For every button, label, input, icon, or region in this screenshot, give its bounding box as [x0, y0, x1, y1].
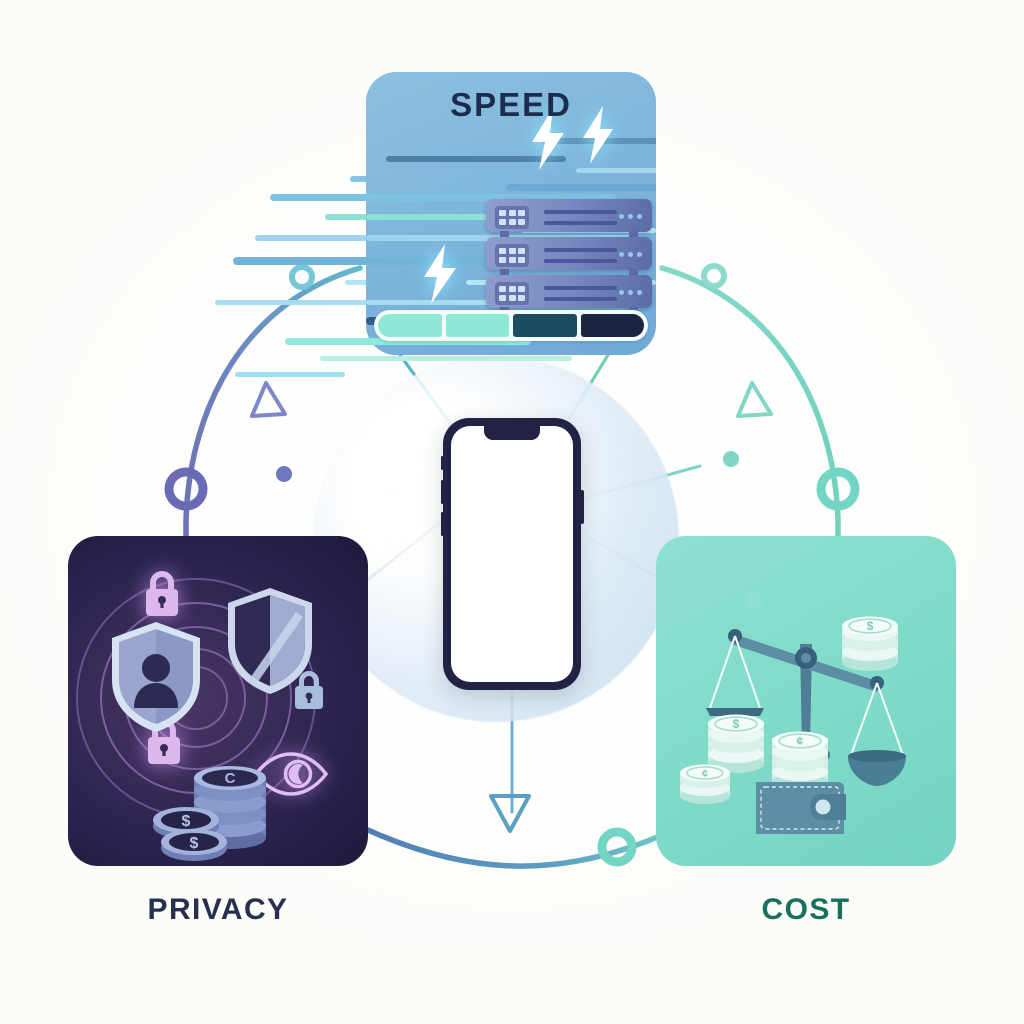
- arc-privacy-to-cost: [365, 827, 663, 869]
- panel-privacy[interactable]: C $ $: [68, 536, 368, 866]
- arc-privacy-to-speed: [183, 265, 363, 848]
- node-top-left-ring: [289, 264, 315, 290]
- panel-cost[interactable]: $: [656, 536, 956, 866]
- phone-mute-switch[interactable]: [440, 456, 444, 470]
- dollar-coin-icon: $: [153, 807, 219, 839]
- lightning-bolt-icon: [424, 244, 456, 304]
- coin-stack-icon: C $ $: [153, 766, 266, 861]
- shield-person-icon: [112, 622, 200, 732]
- balance-scale-icon: [706, 629, 906, 786]
- coin-stack-icon: $: [842, 616, 898, 671]
- triangle-down-marker: [489, 794, 531, 833]
- server-status-dots: [619, 252, 642, 257]
- dot-left-terminal: [276, 466, 292, 482]
- panel-title-speed: SPEED: [450, 86, 572, 123]
- phone-power-button[interactable]: [580, 490, 584, 524]
- coin-stack-icon: ¢: [680, 764, 730, 804]
- svg-text:$: $: [190, 835, 199, 852]
- server-rack-icon: [486, 275, 652, 313]
- node-left-ring: [164, 467, 208, 511]
- phone-screen[interactable]: [451, 426, 573, 682]
- node-right-ring: [816, 467, 860, 511]
- coin-stack-icon: ¢: [772, 731, 828, 791]
- server-led-grid: [495, 206, 529, 229]
- cost-illustration: $: [680, 591, 906, 834]
- dot-accent: [744, 591, 762, 609]
- server-led-grid: [495, 282, 529, 305]
- coin-stack-icon: $: [708, 714, 764, 773]
- lightning-bolt-icon: [532, 108, 564, 170]
- svg-text:C: C: [225, 770, 236, 787]
- svg-text:$: $: [182, 813, 191, 830]
- dollar-coin-icon: $: [161, 829, 227, 861]
- phone-notch: [484, 425, 540, 440]
- padlock-icon: [295, 671, 323, 709]
- server-led-grid: [495, 244, 529, 267]
- node-top-right-ring: [701, 263, 727, 289]
- server-status-dots: [619, 214, 642, 219]
- server-rack-icon: [486, 199, 652, 237]
- progress-segment-4: [580, 314, 644, 337]
- padlock-icon: [146, 571, 178, 616]
- svg-text:$: $: [867, 619, 874, 633]
- shield-icon: [228, 588, 312, 694]
- panel-speed[interactable]: [366, 72, 656, 355]
- triangle-up-right-marker: [736, 381, 773, 418]
- phone-volume-down-button[interactable]: [440, 512, 444, 536]
- lightning-bolt-icon: [583, 106, 613, 164]
- svg-text:¢: ¢: [797, 734, 804, 748]
- server-status-dots: [619, 290, 642, 295]
- smartphone-device[interactable]: [440, 418, 584, 690]
- phone-volume-up-button[interactable]: [440, 480, 444, 504]
- server-rack-icon: [486, 237, 652, 275]
- panel-title-privacy: PRIVACY: [147, 893, 289, 926]
- svg-text:¢: ¢: [702, 768, 708, 780]
- node-bottom-right-ring: [597, 827, 637, 867]
- wallet-icon: [756, 782, 846, 834]
- progress-segment-1: [378, 314, 442, 337]
- speed-progress-bar[interactable]: [374, 310, 648, 341]
- progress-segment-2: [445, 314, 509, 337]
- progress-segment-3: [513, 314, 577, 337]
- eye-icon: [254, 752, 328, 796]
- dot-right-terminal: [723, 451, 739, 467]
- triangle-up-left-marker: [250, 381, 287, 418]
- svg-text:$: $: [733, 717, 740, 731]
- panel-title-cost: COST: [761, 893, 851, 926]
